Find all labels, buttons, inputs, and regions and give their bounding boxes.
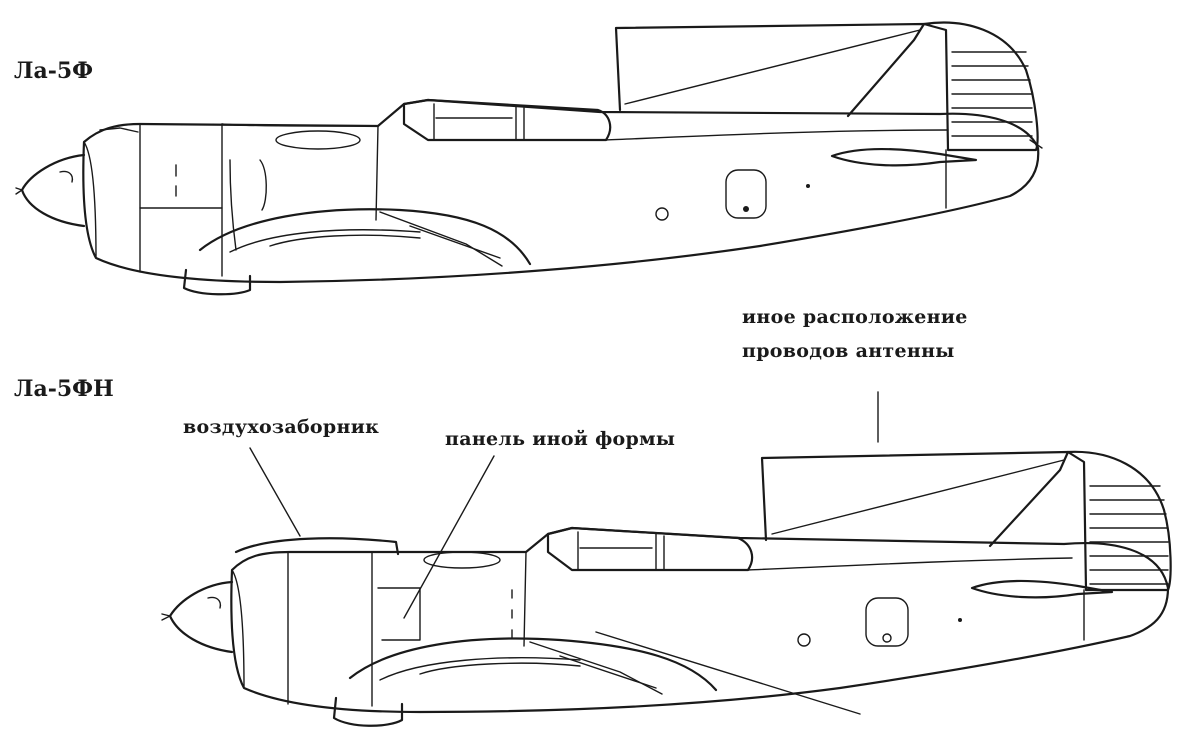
leader-panel [403,455,495,619]
leader-intake [249,447,301,537]
wing-root-bottom [348,637,718,692]
leader-lines [249,391,879,715]
spinner-bottom [168,580,234,654]
cowling-top [82,98,1040,284]
label-la5fn: Ла-5ФН [14,376,114,402]
tailplane-bottom [970,579,1114,599]
callout-intake: воздухозаборник [183,416,380,438]
leader-antenna-wire [595,631,861,715]
rudder-top [922,21,1039,152]
label-la5f: Ла-5Ф [14,58,94,84]
tail-fin-top [614,22,926,118]
wing-root-top [198,208,532,266]
canopy-top [402,98,612,142]
aircraft-la5fn [161,450,1172,727]
canopy-bottom [546,526,754,572]
callout-panel: панель иной формы [445,428,676,450]
fuselage-bottom [230,526,1170,714]
callout-antenna-line1: иное расположение [742,306,968,328]
rudder-bottom [1066,450,1172,592]
tail-fin-bottom [760,450,1070,548]
tailplane-top [830,147,978,167]
spinner-top [20,153,86,228]
callout-antenna-line2: проводов антенны [742,340,955,362]
intake-bottom [234,537,400,556]
aircraft-la5f [15,21,1043,296]
